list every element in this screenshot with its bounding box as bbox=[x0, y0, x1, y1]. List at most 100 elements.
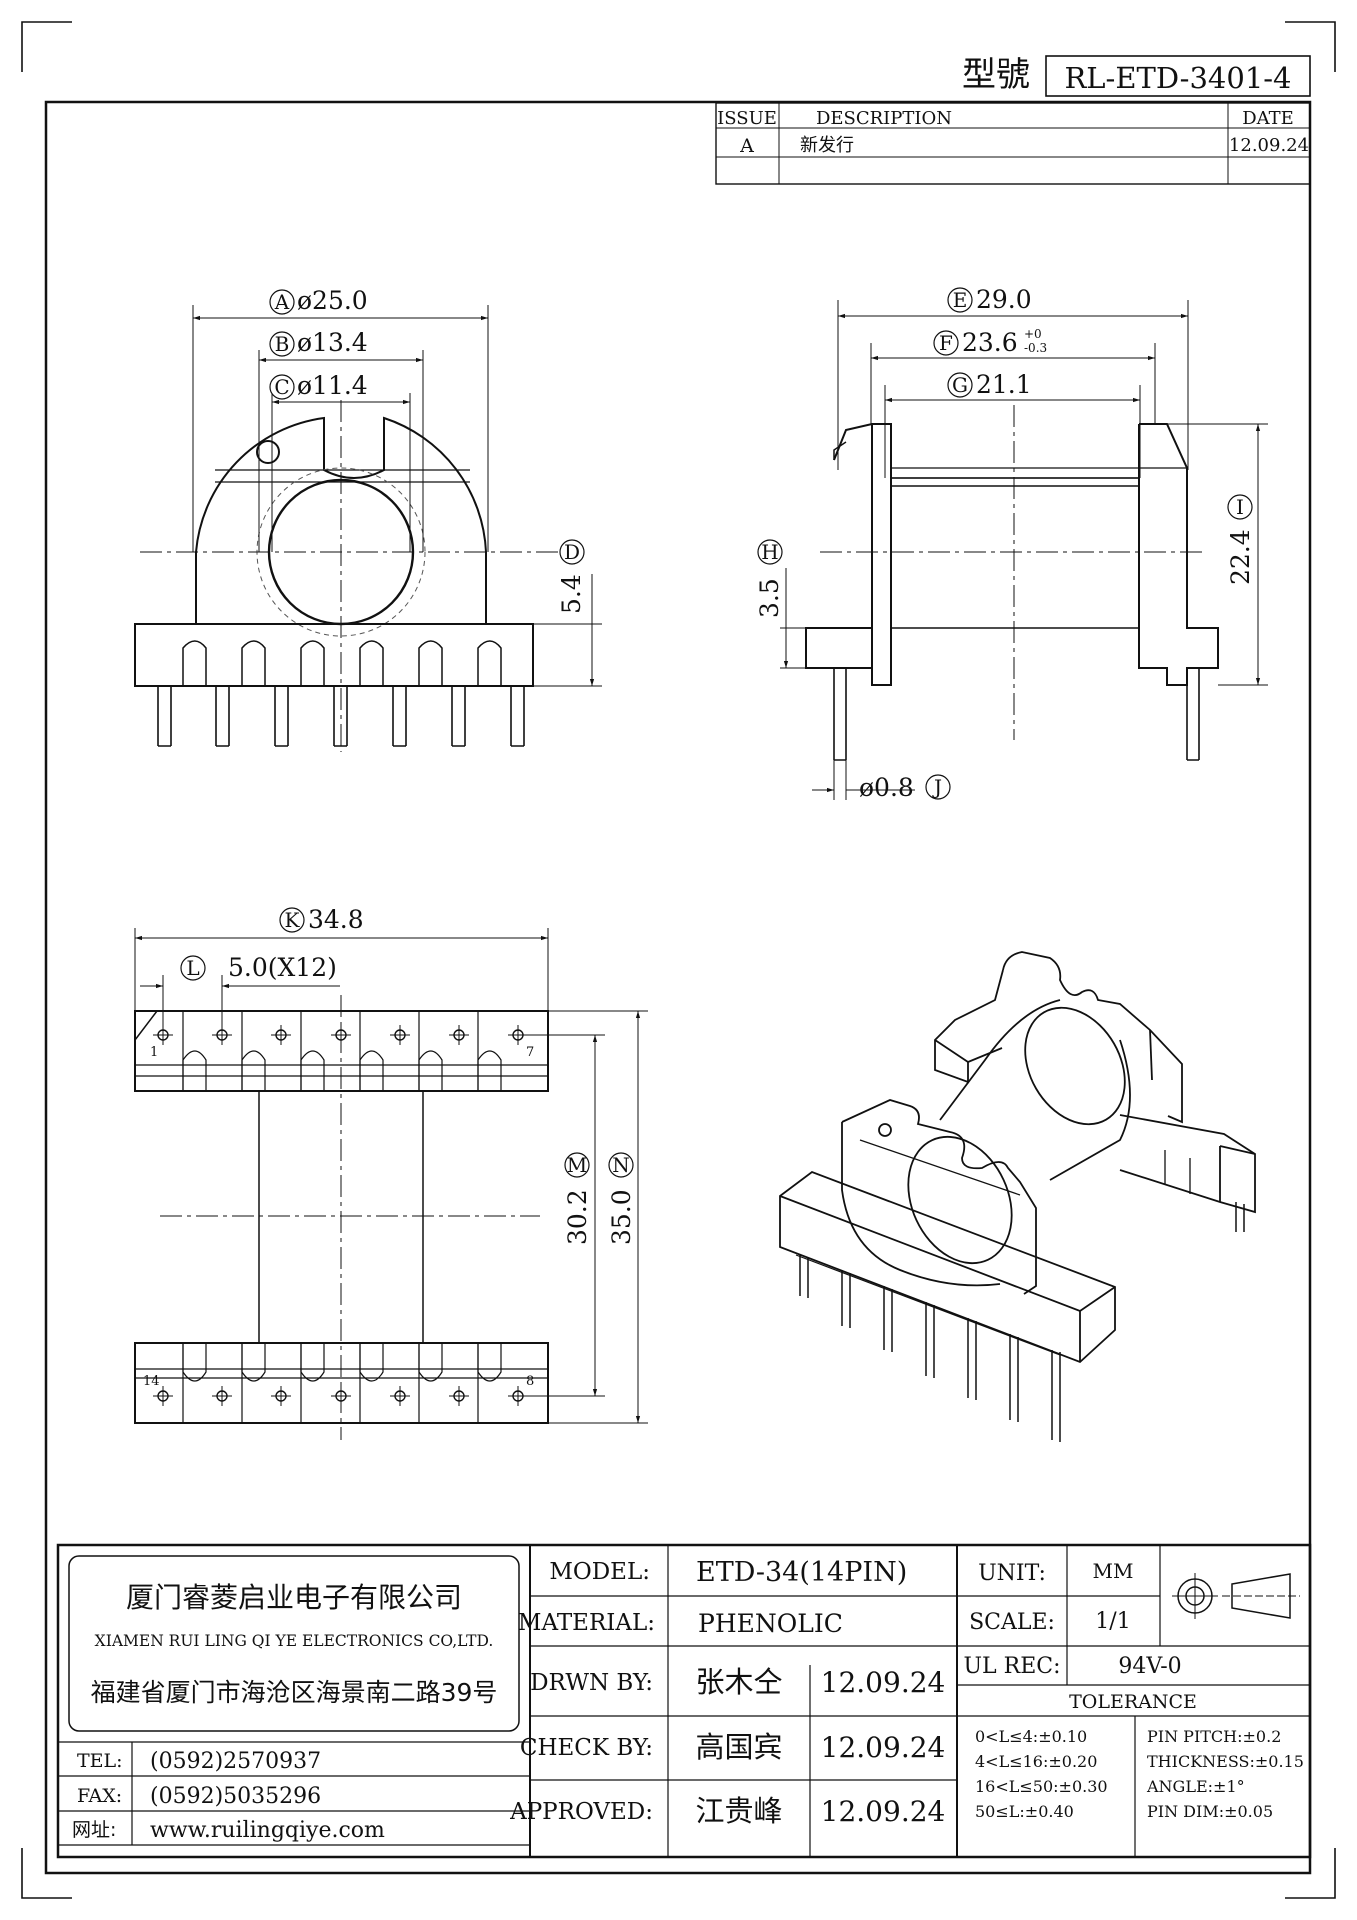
side-view bbox=[780, 300, 1268, 800]
model-no-value: RL-ETD-3401-4 bbox=[1064, 61, 1291, 95]
web-label: 网址: bbox=[72, 1819, 116, 1841]
svg-text:ø25.0: ø25.0 bbox=[297, 286, 368, 315]
dim-H: H 3.5 bbox=[755, 539, 784, 618]
dim-M: M 30.2 bbox=[563, 1152, 592, 1245]
svg-text:I: I bbox=[1236, 495, 1244, 519]
svg-text:C: C bbox=[274, 375, 289, 399]
check-name: 高国宾 bbox=[695, 1730, 782, 1764]
corner-marks bbox=[21, 21, 1336, 1899]
dim-B: B ø13.4 bbox=[269, 328, 368, 357]
svg-text:K: K bbox=[285, 908, 301, 932]
tol-right-2: THICKNESS:±0.15 bbox=[1147, 1752, 1304, 1771]
tol-left-4: 50≤L:±0.40 bbox=[975, 1802, 1074, 1821]
sheet-border bbox=[44, 100, 1312, 1875]
company-name-en: XIAMEN RUI LING QI YE ELECTRONICS CO,LTD… bbox=[95, 1632, 494, 1650]
svg-text:35.0: 35.0 bbox=[607, 1189, 636, 1245]
tol-left-3: 16<L≤50:±0.30 bbox=[975, 1777, 1108, 1796]
rev-issue: A bbox=[739, 135, 754, 157]
tol-left-2: 4<L≤16:±0.20 bbox=[975, 1752, 1097, 1771]
bottom-view bbox=[134, 928, 648, 1440]
svg-text:ø13.4: ø13.4 bbox=[297, 328, 368, 357]
tel-label: TEL: bbox=[77, 1750, 123, 1772]
front-view bbox=[134, 305, 602, 752]
check-date: 12.09.24 bbox=[821, 1731, 946, 1764]
tol-right-3: ANGLE:±1° bbox=[1146, 1777, 1245, 1796]
approved-label: APPROVED: bbox=[509, 1799, 653, 1825]
drawn-date: 12.09.24 bbox=[821, 1666, 946, 1699]
svg-text:5.4: 5.4 bbox=[557, 574, 586, 614]
company-address: 福建省厦门市海沧区海景南二路39号 bbox=[91, 1678, 498, 1707]
svg-text:22.4: 22.4 bbox=[1226, 529, 1255, 585]
drawn-label: DRWN BY: bbox=[530, 1670, 653, 1696]
svg-text:L: L bbox=[186, 956, 199, 980]
pin-7-label: 7 bbox=[526, 1045, 534, 1060]
unit-value: MM bbox=[1093, 1559, 1134, 1583]
rev-header-date: DATE bbox=[1242, 108, 1294, 129]
dim-F: F 23.6 +0 -0.3 bbox=[933, 327, 1047, 357]
revision-table: ISSUE DESCRIPTION DATE A 新发行 12.09.24 bbox=[715, 102, 1311, 185]
pin-1-label: 1 bbox=[150, 1045, 158, 1060]
svg-text:D: D bbox=[564, 540, 580, 564]
fax-value: (0592)5035296 bbox=[150, 1784, 321, 1809]
svg-text:23.6: 23.6 bbox=[962, 328, 1018, 357]
ul-value: 94V-0 bbox=[1118, 1654, 1181, 1679]
tol-right-1: PIN PITCH:±0.2 bbox=[1147, 1727, 1281, 1746]
svg-text:-0.3: -0.3 bbox=[1024, 341, 1047, 355]
title-block bbox=[56, 1543, 1312, 1859]
pin-14-label: 14 bbox=[143, 1374, 160, 1389]
tol-right-4: PIN DIM:±0.05 bbox=[1147, 1802, 1273, 1821]
dim-K: K 34.8 bbox=[279, 905, 364, 934]
isometric-view bbox=[779, 951, 1256, 1442]
svg-text:29.0: 29.0 bbox=[976, 285, 1032, 314]
svg-text:H: H bbox=[761, 540, 778, 564]
svg-text:21.1: 21.1 bbox=[976, 370, 1032, 399]
svg-text:ø0.8: ø0.8 bbox=[859, 773, 914, 802]
dim-C: C ø11.4 bbox=[269, 371, 368, 400]
scale-label: SCALE: bbox=[969, 1610, 1055, 1635]
svg-text:5.0(X12): 5.0(X12) bbox=[228, 953, 337, 982]
dim-D: D 5.4 bbox=[557, 539, 586, 614]
rev-date: 12.09.24 bbox=[1229, 135, 1309, 156]
dim-G: G 21.1 bbox=[947, 370, 1032, 399]
company-name-cn: 厦门睿菱启业电子有限公司 bbox=[126, 1581, 462, 1614]
svg-text:G: G bbox=[952, 373, 968, 397]
dim-J: ø0.8 J bbox=[859, 773, 951, 802]
dim-I: I 22.4 bbox=[1226, 494, 1255, 585]
model-no-box bbox=[1045, 55, 1311, 97]
svg-text:J: J bbox=[932, 775, 942, 799]
model-label: MODEL: bbox=[549, 1559, 650, 1585]
dim-L: L 5.0(X12) bbox=[180, 953, 337, 982]
rev-header-description: DESCRIPTION bbox=[816, 108, 952, 129]
approved-date: 12.09.24 bbox=[821, 1795, 946, 1828]
tolerance-label: TOLERANCE bbox=[1069, 1691, 1197, 1713]
dim-E: E 29.0 bbox=[947, 285, 1032, 314]
drawn-name: 张木仝 bbox=[695, 1665, 782, 1699]
svg-text:F: F bbox=[939, 331, 953, 355]
model-no-label: 型號 bbox=[962, 55, 1030, 95]
svg-text:ø11.4: ø11.4 bbox=[297, 371, 368, 400]
svg-text:B: B bbox=[275, 332, 290, 356]
ul-label: UL REC: bbox=[963, 1654, 1060, 1679]
svg-text:A: A bbox=[274, 290, 290, 314]
scale-value: 1/1 bbox=[1095, 1609, 1130, 1634]
check-label: CHECK BY: bbox=[520, 1735, 653, 1761]
rev-description: 新发行 bbox=[800, 135, 854, 156]
approved-name: 江贵峰 bbox=[695, 1794, 782, 1828]
rev-header-issue: ISSUE bbox=[717, 108, 777, 129]
svg-text:M: M bbox=[567, 1153, 587, 1177]
svg-text:+0: +0 bbox=[1024, 327, 1042, 341]
svg-text:3.5: 3.5 bbox=[755, 578, 784, 618]
svg-text:34.8: 34.8 bbox=[308, 905, 364, 934]
svg-text:N: N bbox=[612, 1153, 630, 1177]
tel-value: (0592)2570937 bbox=[150, 1749, 321, 1774]
web-value: www.ruilingqiye.com bbox=[150, 1818, 385, 1843]
pin-8-label: 8 bbox=[526, 1374, 534, 1389]
material-label: MATERIAL: bbox=[518, 1610, 655, 1636]
tol-left-1: 0<L≤4:±0.10 bbox=[975, 1727, 1087, 1746]
model-value: ETD-34(14PIN) bbox=[696, 1557, 907, 1588]
svg-text:30.2: 30.2 bbox=[563, 1189, 592, 1245]
dim-N: N 35.0 bbox=[607, 1152, 636, 1245]
dim-A: A ø25.0 bbox=[269, 286, 368, 315]
material-value: PHENOLIC bbox=[698, 1609, 843, 1638]
